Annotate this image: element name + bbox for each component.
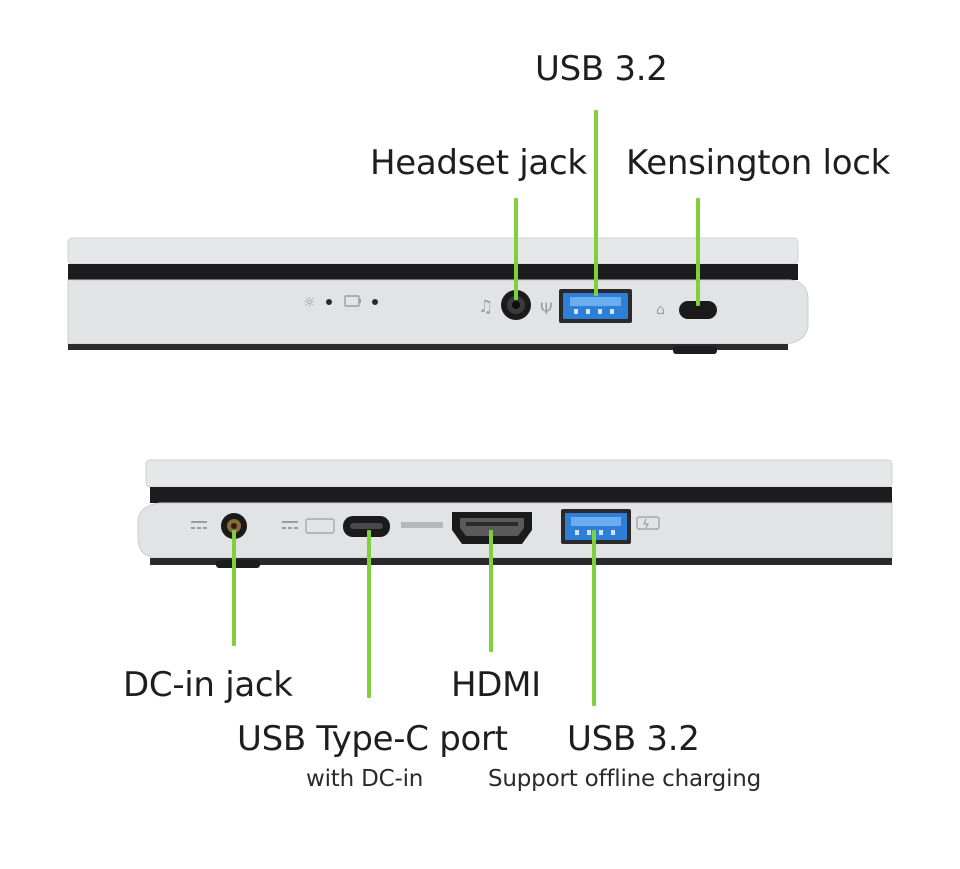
power-led-icon: ☼ (303, 295, 332, 311)
hinge-gap (68, 264, 798, 280)
leader-line-usb-c (367, 530, 371, 698)
leader-line-kensington (696, 198, 700, 306)
leader-line-hdmi (489, 530, 493, 652)
usb-c-logo-icon (305, 518, 335, 534)
svg-text:☼: ☼ (303, 295, 316, 311)
label-hdmi: HDMI (451, 665, 541, 705)
leader-line-usb-top (594, 110, 598, 296)
label-usb-bottom: USB 3.2 (567, 719, 700, 759)
headset-icon: ♫ (478, 297, 493, 317)
sublabel-support-offline-charging: Support offline charging (488, 766, 762, 792)
sublabel-with-dc-in: with DC-in (306, 766, 424, 792)
hdmi-logo-icon (401, 522, 443, 528)
dc-in-jack (191, 513, 247, 539)
hinge-gap (150, 487, 892, 503)
rubber-foot (673, 346, 717, 354)
label-usb-top: USB 3.2 (535, 49, 668, 89)
leader-line-dc-in (232, 530, 236, 646)
label-usb-type-c-port: USB Type-C port (237, 719, 508, 759)
dc-symbol-icon (191, 521, 207, 529)
label-headset-jack: Headset jack (370, 143, 587, 183)
base-bottom-shadow (68, 344, 788, 350)
hdmi-port (401, 512, 532, 544)
leader-line-usb-bottom (592, 530, 596, 706)
rubber-foot (216, 560, 260, 568)
kensington-lock-slot: ⌂ (656, 301, 717, 319)
usb-type-c-port (282, 516, 390, 537)
headset-jack: ♫ (478, 290, 531, 320)
label-kensington-lock: Kensington lock (626, 143, 890, 183)
base-bottom-shadow (150, 558, 892, 565)
usb-charging-icon (636, 516, 660, 530)
lock-icon: ⌂ (656, 302, 665, 318)
usb-port-bottom (561, 509, 660, 544)
usb-icon: Ψ (540, 299, 553, 318)
label-dc-in-jack: DC-in jack (123, 665, 293, 705)
dc-symbol-icon (282, 521, 298, 529)
lid-top-edge (145, 459, 893, 488)
battery-led-icon (344, 295, 378, 307)
usb-port-top: Ψ (540, 289, 632, 323)
leader-line-headset (514, 198, 518, 300)
